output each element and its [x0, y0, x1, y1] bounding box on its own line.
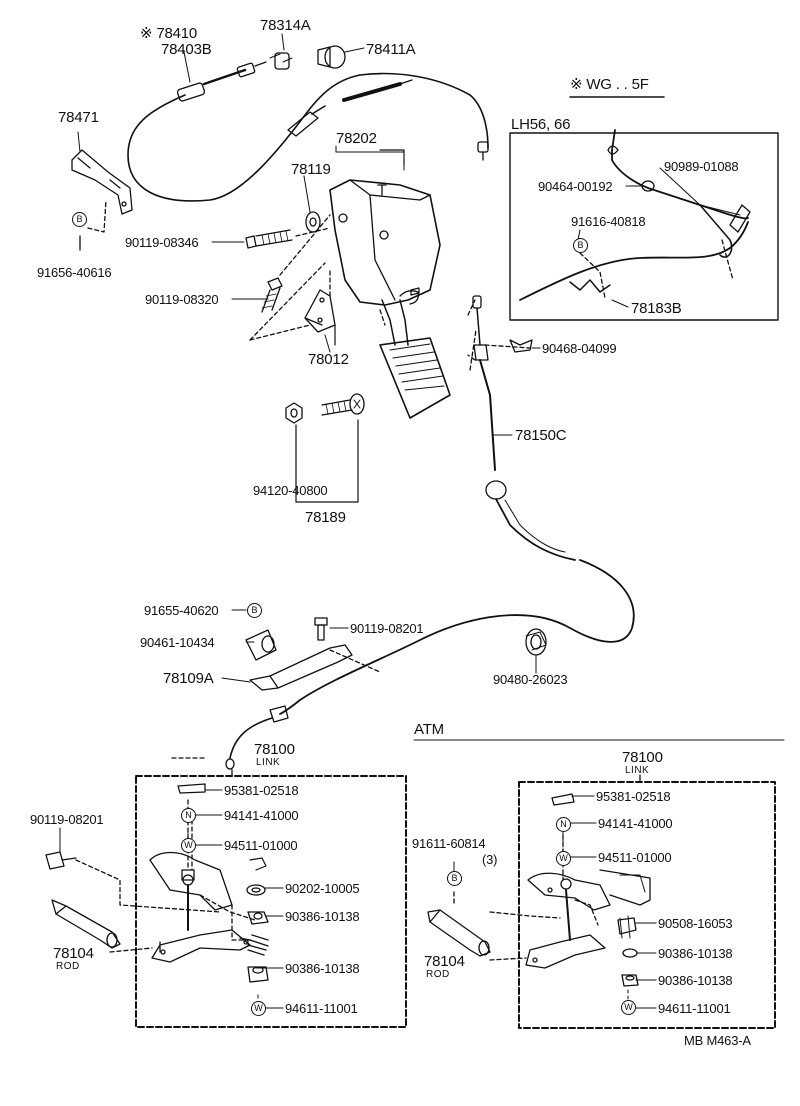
label-78411a: 78411A: [366, 41, 416, 58]
label-95381-02518: 95381-02518: [596, 789, 671, 804]
label-90468-04099: 90468-04099: [542, 341, 617, 356]
label-rod: ROD: [426, 969, 450, 980]
marker-w: W: [251, 1001, 266, 1016]
marker-n: N: [181, 808, 196, 823]
label-lh56-66: LH56, 66: [511, 116, 571, 133]
bracket-78471: [71, 149, 133, 251]
label-78100: 78100: [254, 741, 295, 758]
label-94141-41000: 94141-41000: [224, 808, 299, 823]
nut-bolt-78189: [285, 393, 365, 503]
link-box-left: [45, 757, 407, 1028]
label-91656-40616: 91656-40616: [37, 265, 112, 280]
label-90119-08201: 90119-08201: [30, 812, 104, 827]
accelerator-pedal: [329, 149, 451, 419]
diagram-code: MB M463-A: [684, 1033, 751, 1048]
label-94120-40800: 94120-40800: [253, 483, 328, 498]
label-wg-5f: ※ WG . . 5F: [570, 76, 649, 93]
label-90989-01088: 90989-01088: [664, 159, 739, 174]
label-78410: ※ 78410: [140, 25, 198, 42]
label-90461-10434: 90461-10434: [140, 635, 215, 650]
label-78202: 78202: [336, 130, 377, 147]
label-78183b: 78183B: [631, 300, 682, 317]
label-95381-02518: 95381-02518: [224, 783, 299, 798]
label-94611-11001: 94611-11001: [285, 1001, 358, 1016]
label-78150c: 78150C: [515, 427, 567, 444]
label-90119-08201: 90119-08201: [350, 621, 424, 636]
label-90119-08346: 90119-08346: [125, 235, 199, 250]
label-94511-01000: 94511-01000: [598, 850, 672, 865]
label-90119-08320: 90119-08320: [145, 292, 219, 307]
label-91655-40620: 91655-40620: [144, 603, 219, 618]
label-78403b: 78403B: [161, 41, 212, 58]
bracket-78109a: [245, 617, 381, 691]
marker-w: W: [621, 1000, 636, 1015]
label-94511-01000: 94511-01000: [224, 838, 298, 853]
bolts-78119-90119: [245, 211, 331, 313]
label-78471: 78471: [58, 109, 99, 126]
leader-lines: [59, 33, 741, 1009]
grommet-90480: [525, 628, 547, 656]
label-78109a: 78109A: [163, 670, 214, 687]
label-78104: 78104: [53, 945, 94, 962]
label-90480-26023: 90480-26023: [493, 672, 568, 687]
label-90464-00192: 90464-00192: [538, 179, 613, 194]
label-90386-10138: 90386-10138: [658, 973, 733, 988]
throttle-cable-78150c: [225, 295, 635, 770]
label-91616-40818: 91616-40818: [571, 214, 646, 229]
label-78314a: 78314A: [260, 17, 311, 34]
marker-b: B: [247, 603, 262, 618]
marker-b: B: [72, 212, 87, 227]
label-78189: 78189: [305, 509, 346, 526]
marker-b: B: [573, 238, 588, 253]
label-78012: 78012: [308, 351, 349, 368]
label-rod: ROD: [56, 961, 80, 972]
bracket-78012: [249, 262, 386, 346]
label-90386-10138: 90386-10138: [285, 961, 360, 976]
label-90386-10138: 90386-10138: [658, 946, 733, 961]
marker-w: W: [181, 838, 196, 853]
marker-w: W: [556, 851, 571, 866]
label-78104: 78104: [424, 953, 465, 970]
label-94611-11001: 94611-11001: [658, 1001, 731, 1016]
label-78119: 78119: [291, 161, 331, 178]
marker-b: B: [447, 871, 462, 886]
label-90386-10138: 90386-10138: [285, 909, 360, 924]
label-quantity: (3): [482, 852, 498, 867]
label-90508-16053: 90508-16053: [658, 916, 733, 931]
label-link: LINK: [625, 765, 650, 776]
label-78100: 78100: [622, 749, 663, 766]
label-91611-60814: 91611-60814: [412, 836, 486, 851]
lh56-inset: [509, 96, 779, 321]
marker-n: N: [556, 817, 571, 832]
label-94141-41000: 94141-41000: [598, 816, 673, 831]
upper-throttle-cable: [127, 45, 489, 202]
label-90202-10005: 90202-10005: [285, 881, 360, 896]
label-atm: ATM: [414, 721, 444, 738]
label-link: LINK: [256, 757, 281, 768]
